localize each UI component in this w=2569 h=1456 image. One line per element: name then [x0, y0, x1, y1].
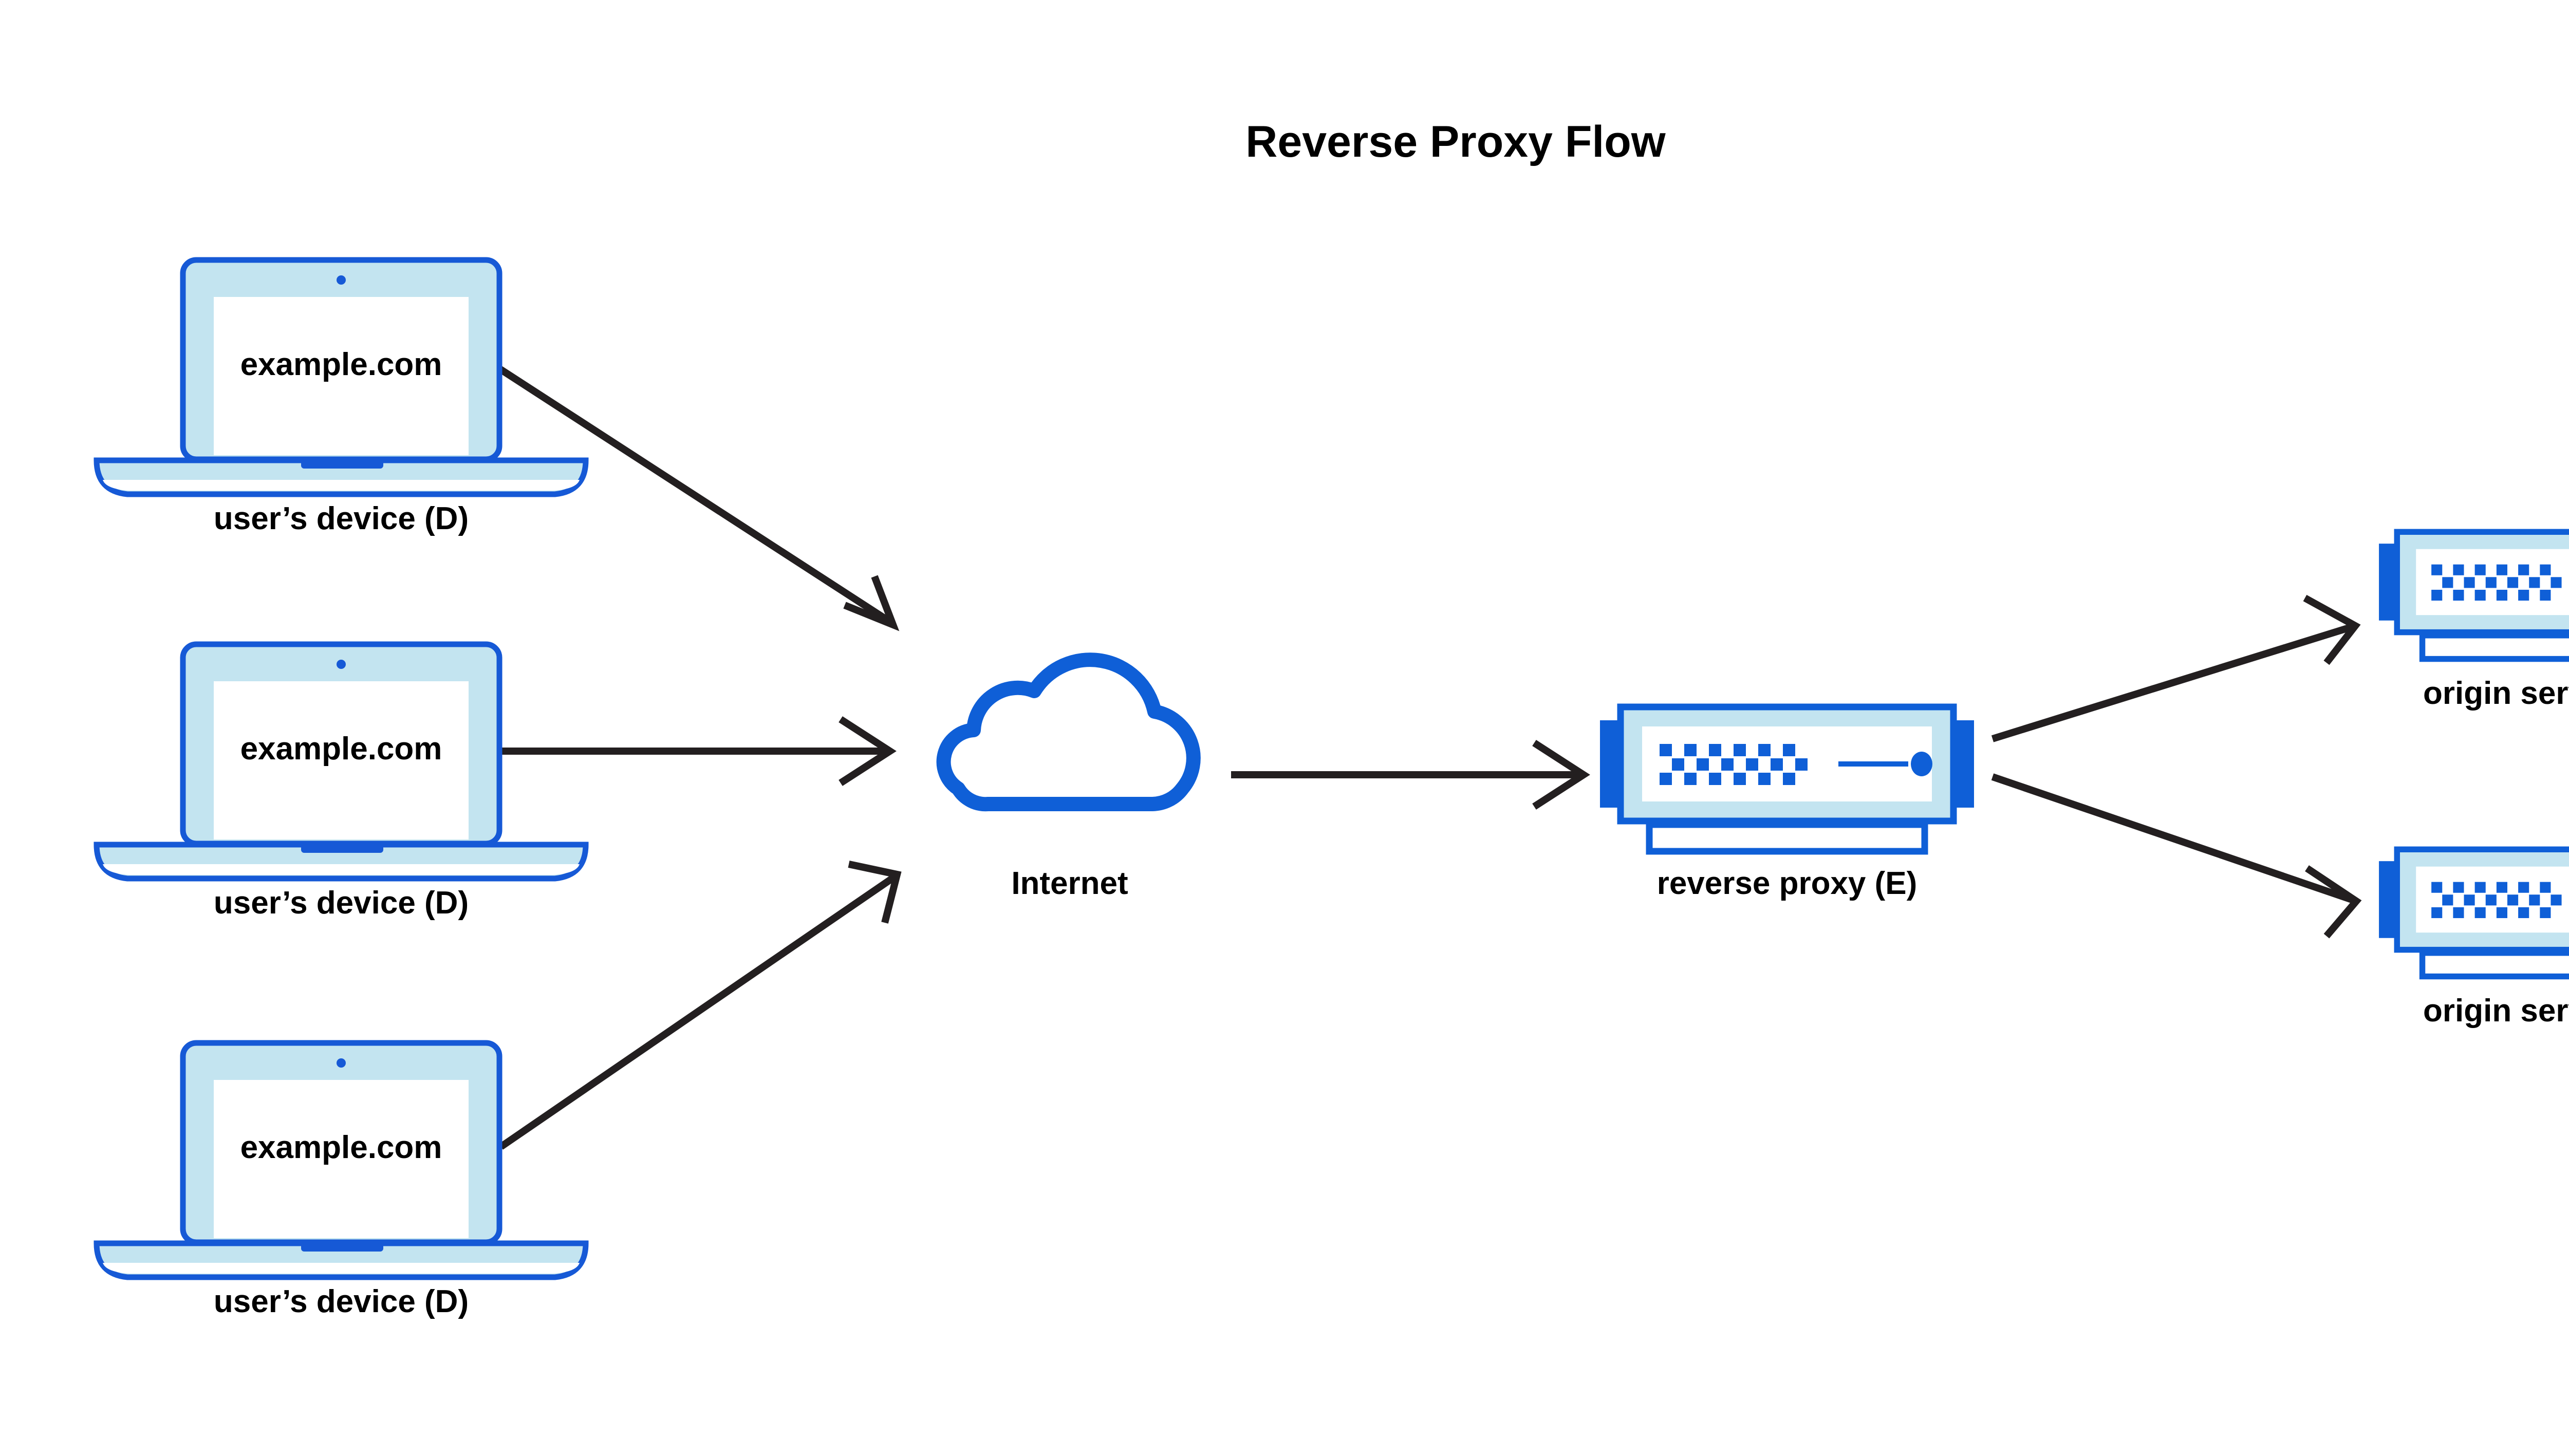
arrow-proxy-to-origin2: [1991, 773, 2362, 939]
node-origin-server-1[interactable]: origin server (F): [2379, 532, 2569, 711]
arrow-device1-to-internet: [485, 358, 900, 631]
reverse-proxy-label: reverse proxy (E): [1657, 866, 1918, 901]
node-internet[interactable]: Internet: [944, 660, 1194, 901]
page-title: Reverse Proxy Flow: [1245, 117, 1666, 166]
cloud-icon: [944, 660, 1194, 804]
origin-server-label: origin server (F): [2423, 676, 2569, 711]
device-screen-text: example.com: [240, 1130, 442, 1165]
origin-server-label: origin server (F): [2423, 993, 2569, 1029]
server-icon: [2379, 849, 2569, 976]
node-user-device-2[interactable]: example.com user’s device (D): [97, 644, 586, 921]
node-reverse-proxy[interactable]: reverse proxy (E): [1600, 707, 1974, 901]
device-label: user’s device (D): [214, 501, 469, 536]
internet-label: Internet: [1011, 866, 1128, 901]
device-label: user’s device (D): [214, 885, 469, 921]
node-origin-server-2[interactable]: origin server (F): [2379, 849, 2569, 1029]
device-label: user’s device (D): [214, 1284, 469, 1319]
device-screen-text: example.com: [240, 347, 442, 382]
arrow-device3-to-internet: [499, 861, 902, 1150]
device-screen-text: example.com: [240, 731, 442, 767]
arrow-proxy-to-origin1: [1991, 594, 2361, 742]
server-icon: [1600, 707, 1974, 851]
server-icon: [2379, 532, 2569, 659]
arrow-internet-to-proxy: [1231, 740, 1590, 810]
node-user-device-1[interactable]: example.com user’s device (D): [97, 260, 586, 536]
arrow-device2-to-internet: [501, 716, 897, 786]
edge-group: [485, 358, 2362, 1150]
node-user-device-3[interactable]: example.com user’s device (D): [97, 1043, 586, 1319]
